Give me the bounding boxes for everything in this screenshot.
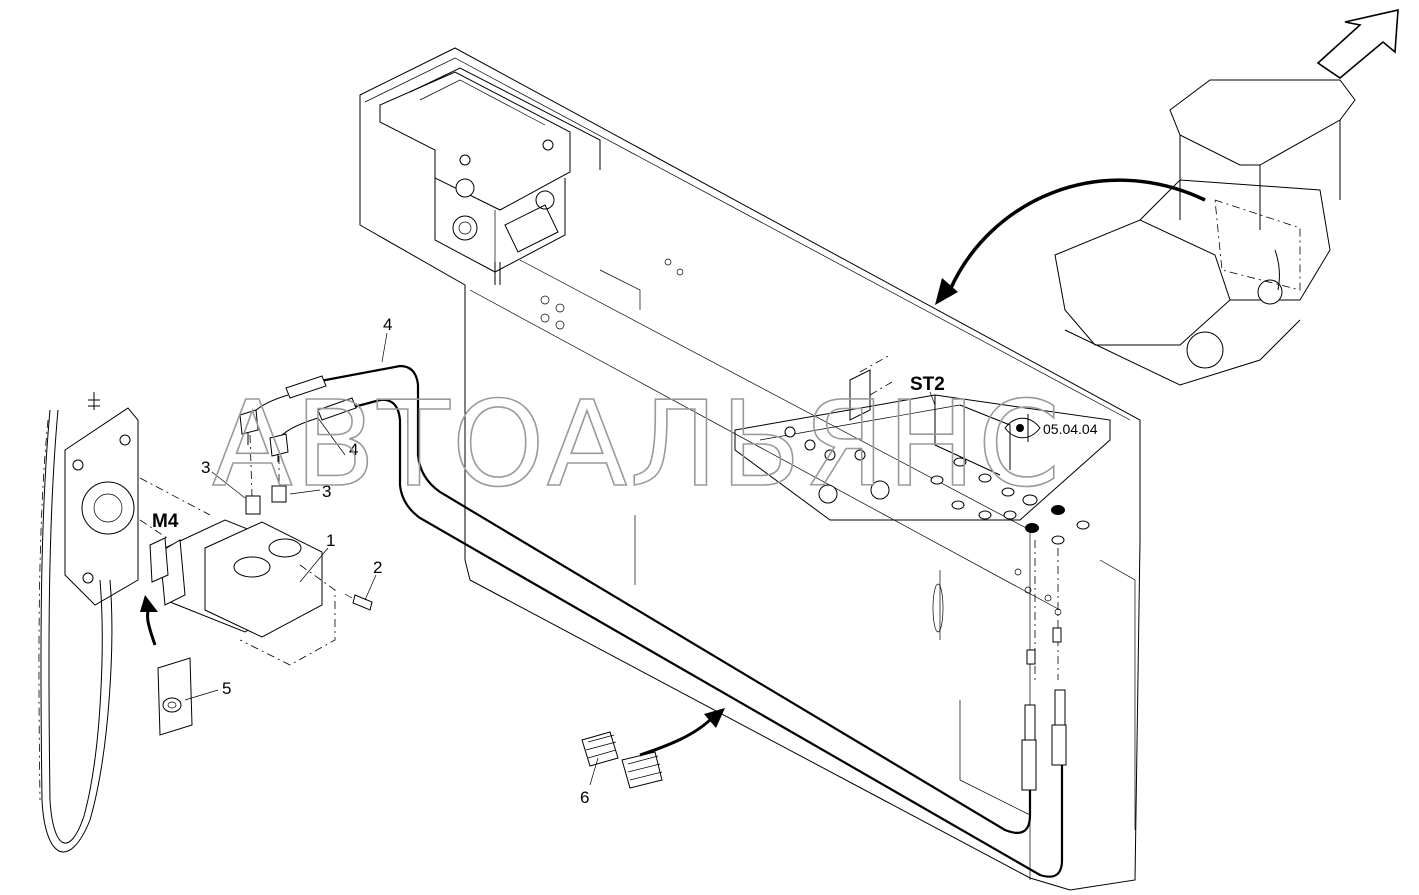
part-number-4-lower: 4 xyxy=(349,440,358,459)
part-number-3-right: 3 xyxy=(322,482,331,501)
protective-caps-part-6 xyxy=(581,731,663,789)
watermark: АВТОАЛЬЯНС xyxy=(212,375,1062,513)
lock-clip-part-5 xyxy=(157,657,193,736)
part-number-2: 2 xyxy=(373,558,382,577)
caps-arrow-icon xyxy=(639,708,725,757)
motor-insert-arrow-icon xyxy=(140,595,158,646)
view-direction-arrow-icon xyxy=(1316,8,1399,80)
hydraulic-motor-m4 xyxy=(139,477,336,666)
part-number-5: 5 xyxy=(222,679,231,698)
motor-label-m4: M4 xyxy=(152,511,179,532)
curved-arrow-icon xyxy=(935,178,1206,305)
part-number-1: 1 xyxy=(326,531,335,550)
frame-plate xyxy=(359,47,1141,891)
hydraulic-hoses xyxy=(247,364,1067,878)
part-number-4-upper: 4 xyxy=(383,315,392,334)
view-reference-eye-icon xyxy=(1004,414,1041,442)
part-number-3-left: 3 xyxy=(201,458,210,477)
fittings-part-3 xyxy=(239,409,289,515)
leader-lines xyxy=(184,332,936,786)
reference-code: 05.04.04 xyxy=(1043,421,1098,437)
mounting-bracket-assembly xyxy=(379,67,601,285)
valve-block-st2 xyxy=(734,354,1111,680)
valve-block-label-st2: ST2 xyxy=(910,374,945,395)
paver-machine-thumbnail xyxy=(1054,79,1356,386)
bolt-part-2 xyxy=(344,593,373,611)
part-number-6: 6 xyxy=(580,788,589,807)
drive-chain-sprocket xyxy=(38,392,139,853)
